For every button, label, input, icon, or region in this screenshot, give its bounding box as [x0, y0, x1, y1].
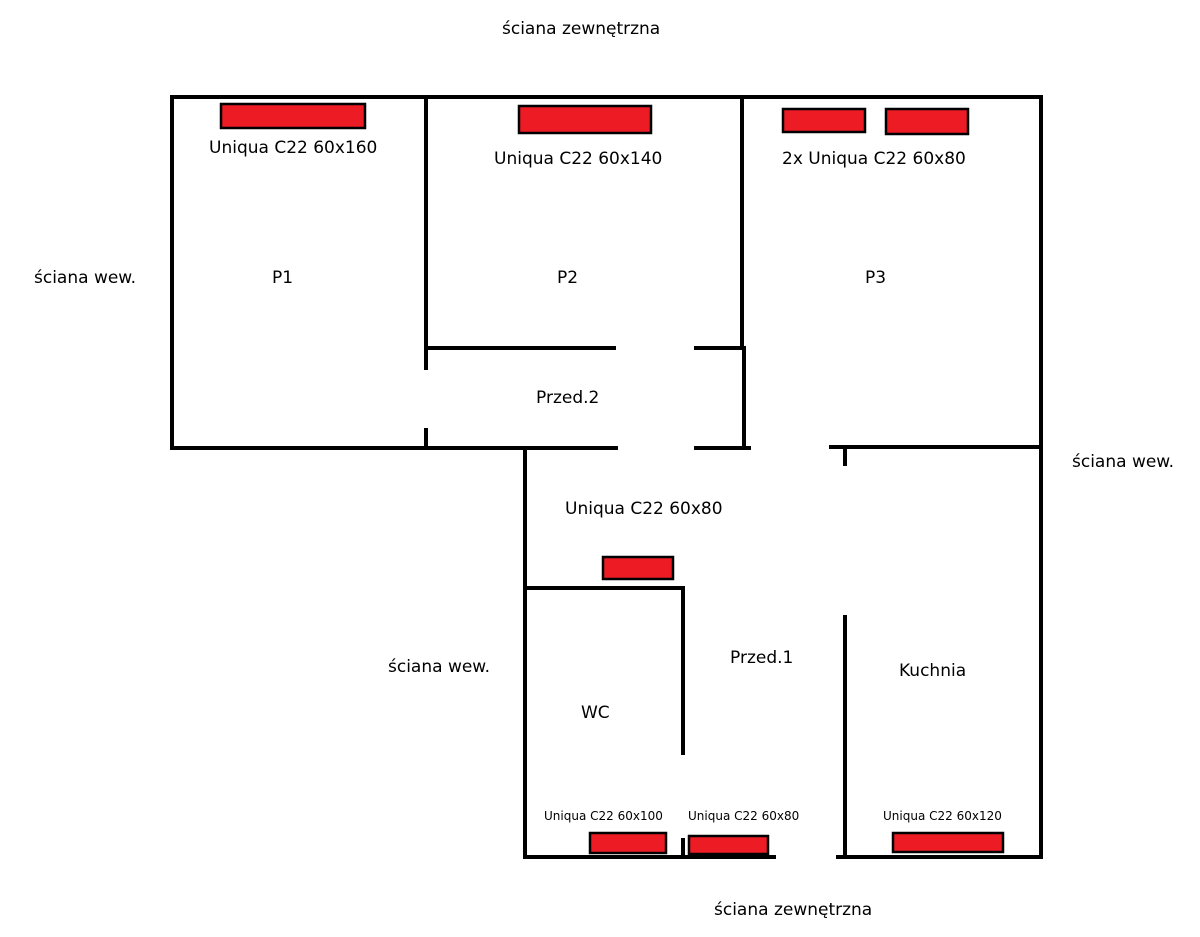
room-label-przed1: Przed.1 — [730, 648, 793, 668]
room-label-p3: P3 — [865, 268, 886, 288]
room-label-kuchnia: Kuchnia — [899, 661, 966, 681]
radiator-p2 — [517, 104, 653, 135]
walls — [170, 95, 1043, 859]
room-labels: P1 P2 P3 Przed.2 Przed.1 WC Kuchnia — [272, 268, 966, 723]
inner-wall-left-label: ściana wew. — [34, 268, 136, 288]
radiator-label-p3: 2x Uniqua C22 60x80 — [782, 149, 966, 169]
room-label-przed2: Przed.2 — [536, 388, 599, 408]
radiator-kuchnia — [891, 831, 1005, 854]
radiator-labels: Uniqua C22 60x160 Uniqua C22 60x140 2x U… — [209, 138, 1002, 823]
radiator-p3-b — [884, 107, 970, 136]
room-label-p1: P1 — [272, 268, 293, 288]
radiator-label-wc: Uniqua C22 60x100 — [544, 809, 663, 823]
radiator-label-p2: Uniqua C22 60x140 — [494, 149, 662, 169]
outer-wall-bottom-label: ściana zewnętrzna — [714, 900, 872, 920]
inner-wall-wc-label: ściana wew. — [388, 657, 490, 677]
room-label-wc: WC — [581, 703, 610, 723]
radiator-p3-a — [781, 107, 867, 134]
radiator-hall — [601, 555, 675, 581]
outer-wall-top-label: ściana zewnętrzna — [502, 19, 660, 39]
wall-p1-outline — [170, 95, 426, 450]
inner-wall-right-label: ściana wew. — [1072, 452, 1174, 472]
radiator-label-przed1: Uniqua C22 60x80 — [688, 809, 799, 823]
radiators — [219, 102, 1005, 856]
radiator-label-kuchnia: Uniqua C22 60x120 — [883, 809, 1002, 823]
wall-labels: ściana zewnętrzna ściana wew. ściana wew… — [34, 19, 1174, 920]
radiator-label-p1: Uniqua C22 60x160 — [209, 138, 377, 158]
room-label-p2: P2 — [557, 268, 578, 288]
radiator-wc — [588, 831, 668, 855]
radiator-label-hall: Uniqua C22 60x80 — [565, 499, 723, 519]
radiator-przed1 — [687, 834, 770, 856]
radiator-p1 — [219, 102, 367, 130]
